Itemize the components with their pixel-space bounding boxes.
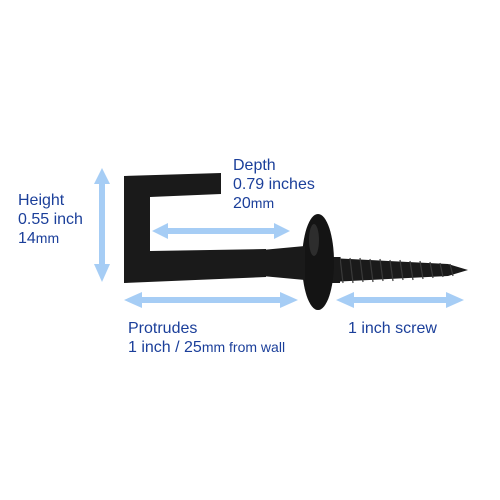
screw-arrow <box>336 292 464 308</box>
protrudes-value: 1 inch / 25mm from wall <box>128 339 286 357</box>
protrudes-title: Protrudes <box>128 320 198 337</box>
height-mm-value: 14mm <box>18 230 60 248</box>
depth-mm-value: 20mm <box>233 195 275 213</box>
height-title: Height <box>18 192 65 209</box>
hook-neck <box>262 246 305 280</box>
screw-thread <box>330 256 468 284</box>
screw-label: 1 inch screw <box>348 320 437 337</box>
depth-label: Depth 0.79 inches 20mm <box>233 156 315 214</box>
protrudes-arrow <box>124 292 298 308</box>
depth-title: Depth <box>233 157 276 174</box>
protrudes-label: Protrudes 1 inch / 25mm from wall <box>128 319 285 357</box>
depth-inch-value: 0.79 inches <box>233 176 315 194</box>
depth-arrow <box>152 223 290 239</box>
height-inch-value: 0.55 inch <box>18 211 83 229</box>
hook-body <box>124 173 266 283</box>
washer-head <box>302 214 334 310</box>
dimension-arrows <box>94 168 464 308</box>
height-arrow <box>94 168 110 282</box>
height-label: Height 0.55 inch 14mm <box>18 191 83 249</box>
